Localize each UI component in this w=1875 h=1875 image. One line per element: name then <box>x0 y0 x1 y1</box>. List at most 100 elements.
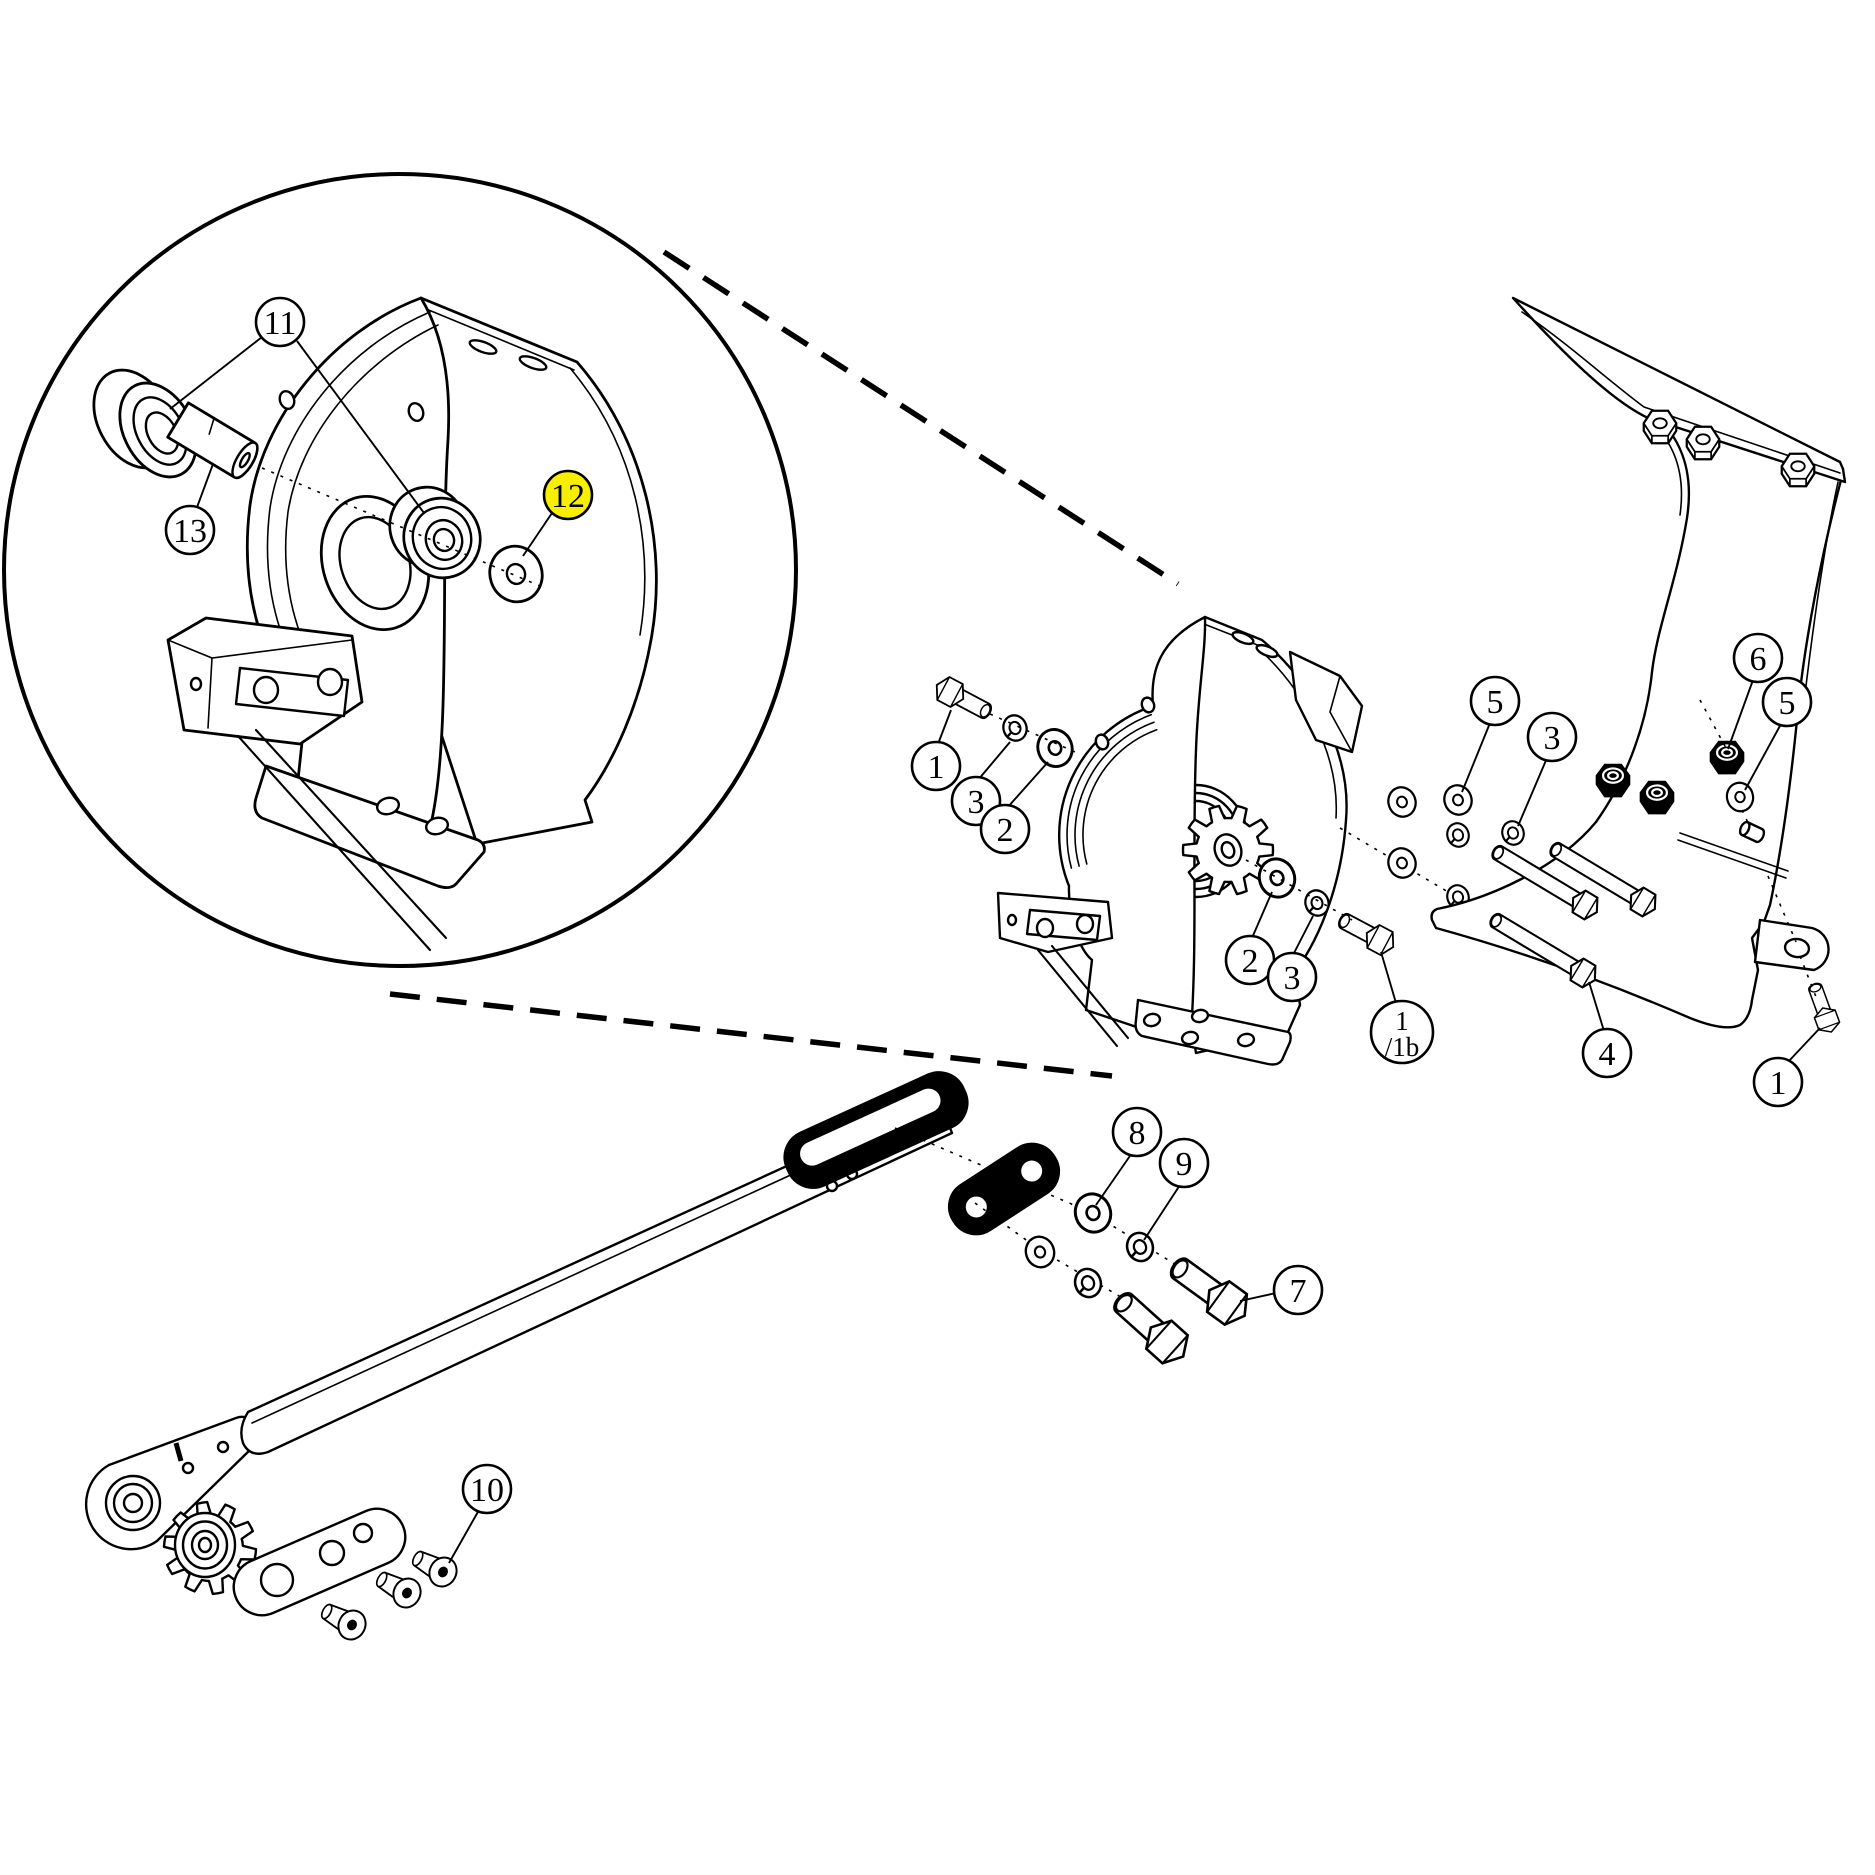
detail-rear-bearing <box>92 368 198 479</box>
swing-link-hole <box>181 1461 195 1475</box>
hex-bolt <box>929 672 997 726</box>
detail-axis-dotted <box>261 467 541 587</box>
callout-2: 2 <box>1224 934 1276 986</box>
hex-nut <box>1642 409 1678 445</box>
main-bottom-hole <box>1236 1032 1256 1048</box>
washer-cluster <box>1339 780 1529 916</box>
sprocket-bore-inner <box>1220 841 1236 859</box>
hex-bolt <box>1104 1283 1198 1372</box>
callout-6: 6 <box>1732 632 1784 684</box>
svg-text:9: 9 <box>1176 1146 1193 1183</box>
callout-11b: 1/1b <box>1369 999 1435 1065</box>
callout-1: 1 <box>1752 1056 1804 1108</box>
countersunk-screw <box>370 1563 427 1614</box>
link-plate <box>947 1142 1061 1236</box>
main-assembly <box>929 615 1401 1066</box>
main-bottom-hole <box>1142 1012 1162 1028</box>
countersunk-screw <box>315 1595 372 1646</box>
main-fold-slot <box>1231 630 1255 646</box>
flat-washer <box>1439 780 1477 820</box>
leader-lines <box>169 336 1821 1564</box>
link-plate-2 <box>232 1507 407 1617</box>
link-plate-2-hole <box>259 1562 295 1598</box>
link-plate-2-hole <box>318 1539 346 1567</box>
lock-washer <box>1497 817 1529 849</box>
link-gap-mark <box>173 1442 184 1462</box>
lock-washer <box>1121 1227 1159 1267</box>
mount-bracket <box>1430 296 1847 1037</box>
callout-9: 9 <box>1158 1137 1210 1189</box>
svg-text:10: 10 <box>470 1472 504 1509</box>
connector-bottom <box>389 991 1113 1079</box>
callout-3: 3 <box>1526 711 1578 763</box>
detail-pin-end <box>316 667 344 697</box>
detail-pin-end <box>252 675 280 705</box>
svg-text:8: 8 <box>1129 1115 1146 1152</box>
svg-text:12: 12 <box>551 478 585 515</box>
svg-text:1: 1 <box>1770 1065 1787 1102</box>
svg-text:3: 3 <box>1544 720 1561 757</box>
link-plate-2-hole <box>352 1522 374 1544</box>
svg-text:/1b: /1b <box>1385 1032 1420 1062</box>
lock-nut <box>1595 763 1631 798</box>
svg-text:13: 13 <box>173 513 207 550</box>
svg-text:1: 1 <box>928 749 945 786</box>
main-edge-arc <box>1066 713 1152 869</box>
axis-dotted <box>1245 859 1353 921</box>
detail-block-hole <box>189 676 203 692</box>
main-pin-end <box>1075 913 1095 935</box>
main-edge-arc <box>1082 728 1158 865</box>
swing-link-hole <box>216 1440 230 1454</box>
hex-bolt <box>1802 979 1843 1037</box>
svg-text:2: 2 <box>997 812 1014 849</box>
detail-rod <box>236 728 448 952</box>
flat-washer <box>1031 723 1079 773</box>
callout-5: 5 <box>1469 675 1521 727</box>
flat-washer <box>1068 1187 1118 1239</box>
main-pin-end <box>1035 917 1055 939</box>
lock-washer <box>998 710 1032 746</box>
stud <box>1738 820 1766 844</box>
svg-text:4: 4 <box>1599 1036 1616 1073</box>
main-bottom-hole <box>1190 1008 1210 1024</box>
hex-nut <box>1685 425 1721 461</box>
lock-nut-6 <box>1709 740 1745 775</box>
svg-text:7: 7 <box>1290 1273 1307 1310</box>
detail-view <box>2 172 798 968</box>
svg-text:2: 2 <box>1242 943 1259 980</box>
main-block-hole <box>1006 913 1018 927</box>
detail-back-edge-inner <box>569 367 646 636</box>
callout-12: 12 <box>542 469 594 521</box>
svg-text:1: 1 <box>1395 1006 1409 1036</box>
callout-7: 7 <box>1272 1264 1324 1316</box>
main-plate-hole <box>1094 733 1110 751</box>
svg-text:5: 5 <box>1779 685 1796 722</box>
callout-2: 2 <box>979 803 1031 855</box>
callout-1: 1 <box>910 740 962 792</box>
arm-slot-head <box>783 1071 969 1189</box>
detail-pivot-pin <box>166 401 259 480</box>
lock-washer <box>1442 819 1474 851</box>
detail-fold-slot <box>468 339 498 355</box>
arm-tube <box>240 1095 954 1455</box>
svg-text:3: 3 <box>1284 960 1301 997</box>
detail-bottom-hole <box>375 796 401 816</box>
main-fold-slot <box>1255 643 1279 659</box>
lock-nut <box>1639 780 1675 815</box>
callout-10: 10 <box>461 1463 513 1515</box>
callout-3: 3 <box>1266 951 1318 1003</box>
main-bottom-plate <box>1134 998 1292 1066</box>
connector-lines <box>389 249 1180 1079</box>
main-bottom-hole <box>1180 1030 1200 1046</box>
flat-washer <box>1020 1231 1060 1273</box>
detail-plate-hole <box>407 402 425 422</box>
svg-text:5: 5 <box>1487 684 1504 721</box>
connector-top <box>662 249 1180 587</box>
detail-plate-hole <box>278 390 296 410</box>
main-plate-hole <box>1140 696 1156 714</box>
hex-nut <box>1780 452 1816 488</box>
detail-fold-slot <box>518 355 548 371</box>
callout-4: 4 <box>1581 1027 1633 1079</box>
